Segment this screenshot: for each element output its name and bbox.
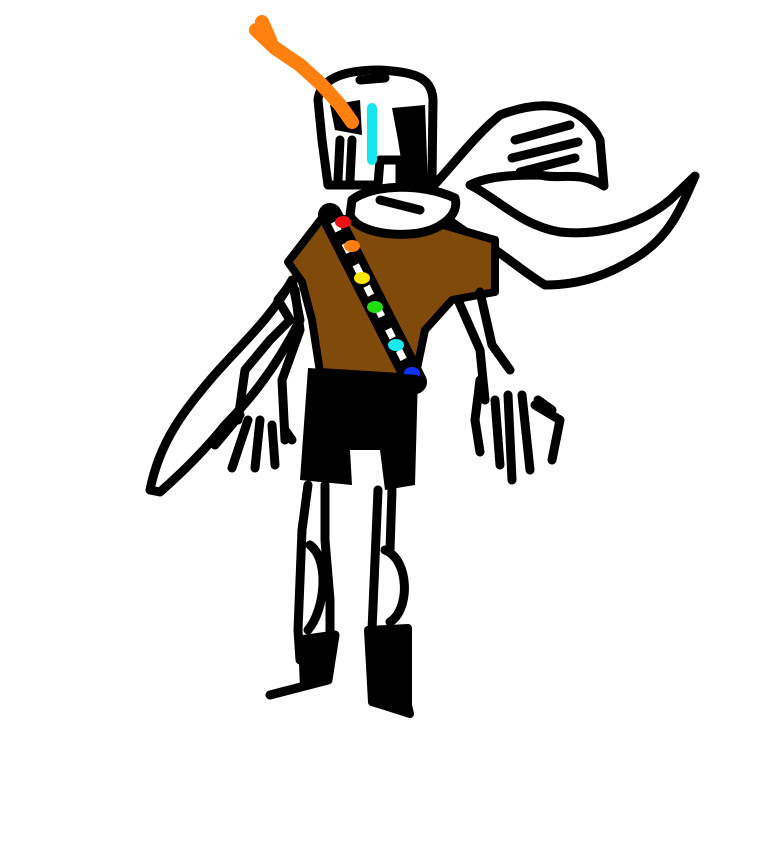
scarf-left: [145, 275, 305, 497]
right-eye-socket: [392, 105, 428, 185]
sash-gem: [335, 216, 351, 228]
left-arm: [233, 277, 305, 445]
sash-gem: [354, 272, 370, 284]
scarf-neck: [345, 182, 461, 239]
skull-teeth: [333, 73, 425, 215]
left-boot: [298, 632, 335, 688]
shorts: [300, 368, 418, 490]
right-boot: [364, 624, 414, 718]
left-leg: [265, 480, 340, 700]
wing-stripes: [507, 120, 583, 177]
sash-gem: [344, 240, 360, 252]
left-hand: [210, 410, 297, 473]
right-leg: [367, 485, 409, 635]
right-hand: [470, 375, 565, 485]
sash-gem: [367, 301, 383, 313]
horn: [249, 15, 359, 129]
sash-gem: [388, 339, 404, 351]
